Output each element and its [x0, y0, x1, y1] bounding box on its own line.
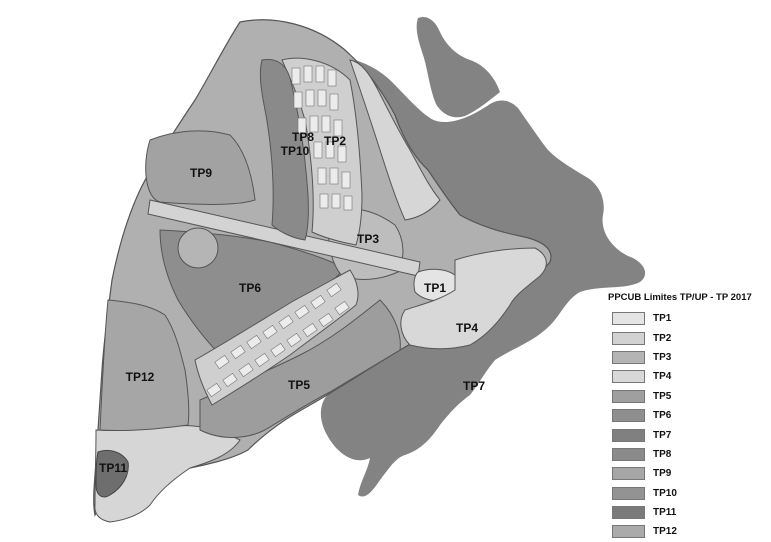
lake-tp7 [320, 57, 646, 497]
lake-inlet [416, 16, 500, 118]
legend-label: TP5 [653, 390, 672, 402]
legend-item: TP8 [612, 445, 771, 464]
legend-label: TP6 [653, 410, 672, 422]
legend-item: TP3 [612, 348, 771, 367]
legend-label: TP10 [653, 487, 677, 499]
legend-label: TP11 [653, 507, 677, 519]
legend-item: TP2 [612, 328, 771, 347]
legend-swatch [612, 312, 645, 326]
legend-item: TP6 [612, 406, 771, 425]
legend-swatch [612, 525, 645, 539]
zone-tp9 [145, 130, 256, 205]
label-tp11: TP11 [99, 461, 127, 475]
legend-item: TP7 [612, 425, 771, 444]
legend-label: TP2 [653, 332, 672, 344]
legend-item: TP1 [612, 309, 771, 328]
legend-label: TP7 [653, 429, 672, 441]
legend-swatch [612, 370, 645, 384]
label-tp7: TP7 [463, 379, 485, 393]
zone-tp12 [99, 299, 190, 432]
superquadra-blocks-north [291, 65, 353, 211]
legend-swatch [612, 447, 645, 461]
zone-north-shore [349, 59, 441, 221]
label-tp3: TP3 [357, 232, 379, 246]
label-tp4: TP4 [456, 321, 478, 335]
legend-label: TP12 [653, 526, 677, 538]
legend-swatch [612, 428, 645, 442]
zone-tp8-tp10 [259, 59, 309, 241]
label-tp1: TP1 [424, 281, 446, 295]
label-tp9: TP9 [190, 166, 212, 180]
legend-item: TP10 [612, 484, 771, 503]
legend-swatch [612, 506, 645, 520]
legend-item: TP4 [612, 367, 771, 386]
label-tp2: TP2 [324, 134, 346, 148]
legend-swatch [612, 467, 645, 481]
superquadra-blocks-south [206, 282, 350, 398]
zone-tp5 [199, 299, 401, 438]
zone-tp11 [95, 449, 129, 498]
label-tp8: TP8 [292, 130, 314, 144]
legend-title: PPCUB Limites TP/UP - TP 2017 [608, 292, 752, 303]
legend-item: TP11 [612, 503, 771, 522]
label-tp5: TP5 [288, 378, 310, 392]
label-tp10: TP10 [281, 144, 310, 158]
label-tp6: TP6 [239, 281, 261, 295]
legend-label: TP8 [653, 448, 672, 460]
legend-label: TP9 [653, 468, 672, 480]
legend-swatch [612, 486, 645, 500]
zone-tp4 [400, 247, 547, 350]
label-tp12: TP12 [126, 370, 155, 384]
legend-swatch [612, 331, 645, 345]
circular-feature [177, 227, 219, 269]
legend-swatch [612, 409, 645, 423]
legend-label: TP1 [653, 313, 672, 325]
legend-item: TP12 [612, 522, 771, 541]
legend-item: TP9 [612, 464, 771, 483]
legend-swatch [612, 389, 645, 403]
legend-label: TP3 [653, 351, 672, 363]
legend-swatch [612, 350, 645, 364]
legend-item: TP5 [612, 387, 771, 406]
legend-label: TP4 [653, 371, 672, 383]
